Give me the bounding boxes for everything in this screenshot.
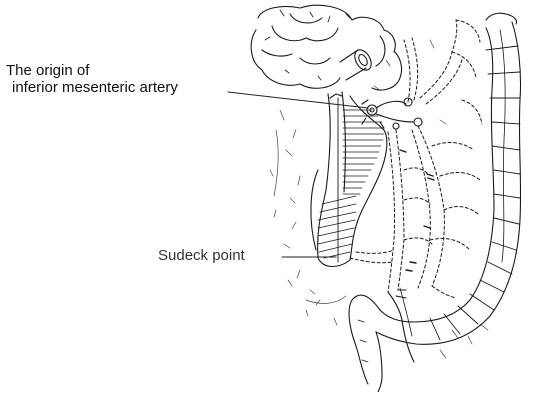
mesenteric-vessels xyxy=(350,20,482,298)
ima-origin xyxy=(362,98,422,129)
origin-leader-line xyxy=(228,92,368,108)
rectum xyxy=(349,288,414,392)
origin-annotation: The origin of inferior mesenteric artery xyxy=(6,62,178,96)
small-intestine-loops xyxy=(251,5,401,90)
origin-annotation-line-2: inferior mesenteric artery xyxy=(6,79,178,96)
leader-lines xyxy=(228,92,368,257)
vessel-stump xyxy=(340,47,375,80)
aorta-vessel xyxy=(311,92,387,267)
sudeck-point-annotation: Sudeck point xyxy=(158,247,245,264)
background-strokes xyxy=(270,40,488,358)
origin-annotation-line-1: The origin of xyxy=(6,62,89,79)
